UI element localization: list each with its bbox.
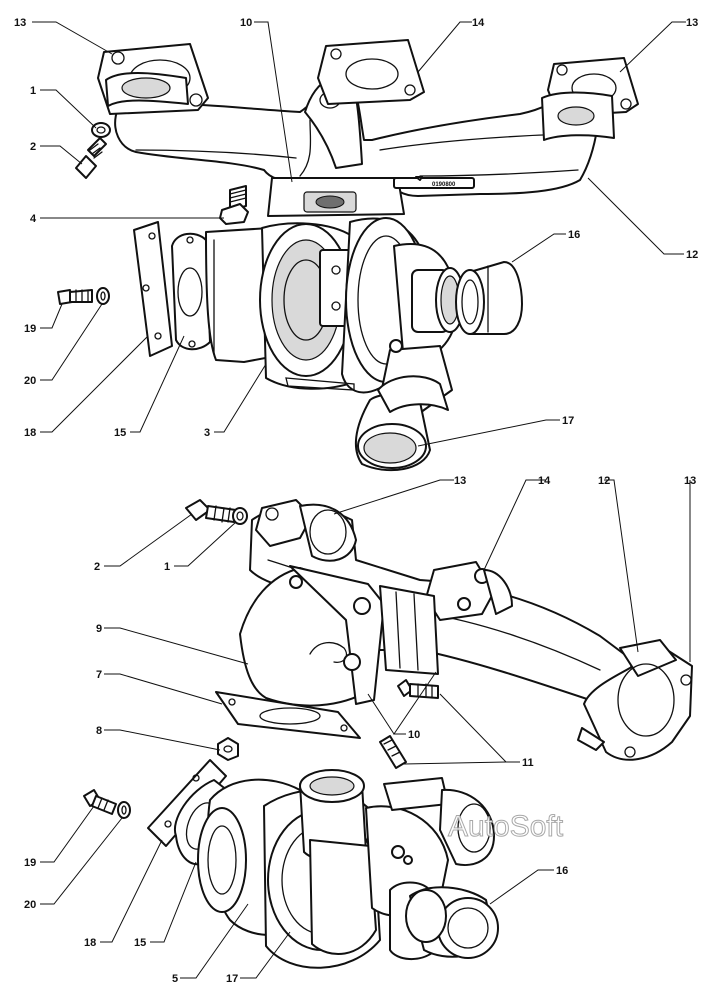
nut-bottom (217, 737, 239, 761)
adapter-flange-bottom (239, 565, 439, 707)
callout-17-top: 17 (562, 415, 574, 427)
callout-18-bottom: 18 (84, 937, 96, 949)
washer-bottom-left (232, 507, 248, 525)
callout-13-bottom-right: 13 (684, 475, 696, 487)
callout-10-bottom: 10 (408, 729, 420, 741)
callout-13-top-right: 13 (686, 17, 698, 29)
callout-1-bottom: 1 (164, 561, 170, 573)
washer-top-left (91, 122, 111, 138)
gasket-left-top (133, 221, 173, 357)
callout-15-bottom: 15 (134, 937, 146, 949)
callout-14-bottom: 14 (538, 475, 551, 487)
flange-gasket-top-middle (317, 39, 425, 105)
callout-19-bottom: 19 (24, 857, 36, 869)
callout-11-bottom: 11 (522, 757, 534, 769)
callout-9-bottom: 9 (96, 623, 102, 635)
bolt-bottom-left (185, 499, 237, 523)
bolt-top-small (57, 289, 93, 305)
callouts-bottom: 2 1 13 14 12 13 9 7 10 8 11 19 20 18 15 … (24, 475, 696, 985)
watermark: AutoSoft (448, 810, 564, 843)
callout-14-top: 14 (472, 17, 485, 29)
callout-16-top: 16 (568, 229, 580, 241)
callout-16-bottom: 16 (556, 865, 568, 877)
callout-2-top: 2 (30, 141, 36, 153)
top-assembly: 0190800 (57, 39, 639, 472)
callout-3-top: 3 (204, 427, 210, 439)
gasket-adapter-bottom (215, 691, 361, 739)
callout-20-top: 20 (24, 375, 36, 387)
callout-12-bottom: 12 (598, 475, 610, 487)
callout-12-top: 12 (686, 249, 698, 261)
callout-4-top: 4 (30, 213, 37, 225)
callout-13-bottom-left: 13 (454, 475, 466, 487)
callout-2-bottom: 2 (94, 561, 100, 573)
outlet-pipe-bottom (405, 886, 499, 959)
leader-lines (32, 21, 691, 979)
callout-17-bottom: 17 (226, 973, 238, 985)
exhaust-manifold-bottom (249, 499, 693, 761)
stud-bolt-bottom-upper (397, 679, 439, 699)
bolt-top-left (75, 137, 107, 179)
callout-13-top-left: 13 (14, 17, 26, 29)
stud-bolt-bottom-lower (379, 735, 407, 769)
gasket-turbo-inlet-top (171, 232, 211, 351)
bottom-assembly (83, 499, 693, 969)
turbocharger-bottom (197, 769, 495, 969)
washer-top-small (96, 287, 110, 305)
callout-10-top: 10 (240, 17, 252, 29)
bolt-bottom-small (83, 789, 117, 815)
callout-8-bottom: 8 (96, 725, 102, 737)
callout-15-top: 15 (114, 427, 126, 439)
stud-bolt-top (219, 185, 249, 225)
callout-18-top: 18 (24, 427, 36, 439)
flange-gasket-top-left (97, 43, 209, 115)
elbow-pipe-top (354, 375, 449, 472)
callout-1-top: 1 (30, 85, 36, 97)
callout-20-bottom: 20 (24, 899, 36, 911)
washer-bottom-small (117, 801, 131, 819)
callout-5-bottom: 5 (172, 973, 178, 985)
outlet-pipe-top (455, 261, 523, 335)
callout-19-top: 19 (24, 323, 36, 335)
callout-7-bottom: 7 (96, 669, 102, 681)
exhaust-manifold-top: 0190800 (114, 77, 601, 217)
flange-gasket-top-right (541, 57, 639, 141)
casting-stamp: 0190800 (432, 182, 456, 188)
callouts-top: 13 10 14 13 1 2 4 12 16 19 20 18 15 3 17 (14, 17, 698, 439)
